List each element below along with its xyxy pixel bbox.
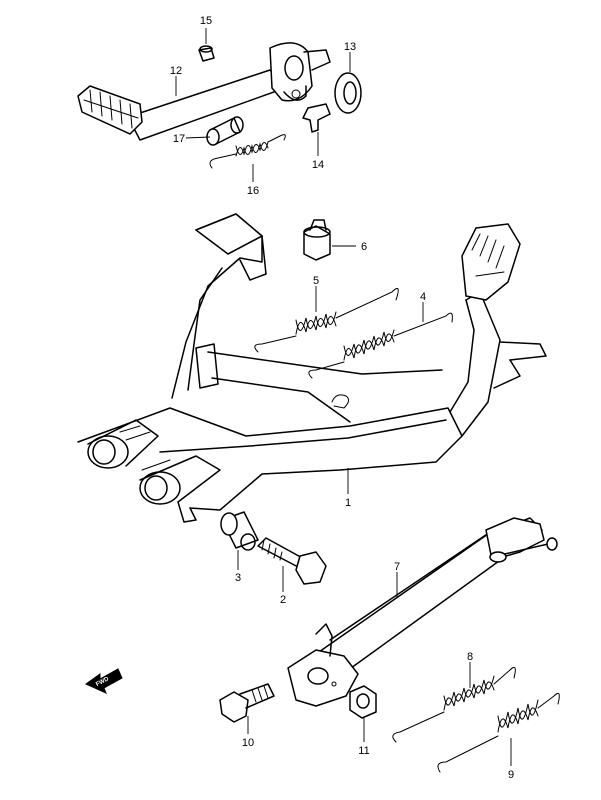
callout-17: 17 (173, 133, 185, 145)
callout-6: 6 (361, 241, 367, 253)
callout-15: 15 (200, 15, 212, 27)
callout-11: 11 (358, 745, 369, 757)
gearshift-lever[interactable] (77, 42, 331, 141)
nut-11[interactable] (349, 685, 377, 719)
callout-1: 1 (345, 497, 351, 509)
forward-arrow: FWD (85, 668, 123, 694)
callout-14: 14 (312, 159, 324, 171)
spring-5[interactable] (254, 287, 399, 353)
callout-labels: 1 2 3 4 5 6 7 8 9 10 11 12 13 14 15 16 1… (170, 15, 514, 781)
callout-9: 9 (508, 769, 514, 781)
center-stand[interactable] (77, 213, 547, 523)
callout-12: 12 (170, 65, 182, 77)
callout-8: 8 (467, 651, 473, 663)
leader-lines (175, 28, 512, 766)
callout-3: 3 (235, 572, 241, 584)
spring-8[interactable] (392, 666, 516, 743)
spacer-17[interactable] (206, 116, 244, 146)
bolt-15[interactable] (198, 45, 215, 62)
spring-9[interactable] (437, 692, 560, 773)
callout-2: 2 (280, 594, 286, 606)
stopper-6[interactable] (303, 219, 331, 261)
callout-7: 7 (394, 561, 400, 573)
callout-5: 5 (313, 275, 319, 287)
callout-13: 13 (344, 41, 356, 53)
forward-arrow-icon (85, 668, 123, 694)
spring-4[interactable] (308, 312, 453, 379)
callout-4: 4 (420, 291, 426, 303)
callout-10: 10 (242, 737, 254, 749)
spring-16[interactable] (209, 134, 286, 169)
bolt-10[interactable] (219, 683, 275, 723)
callout-16: 16 (247, 185, 259, 197)
clip-14[interactable] (302, 103, 331, 133)
side-stand[interactable] (287, 517, 558, 707)
washer-13[interactable] (334, 72, 362, 114)
bolt-2[interactable] (257, 537, 327, 585)
spacer-3[interactable] (220, 511, 259, 551)
